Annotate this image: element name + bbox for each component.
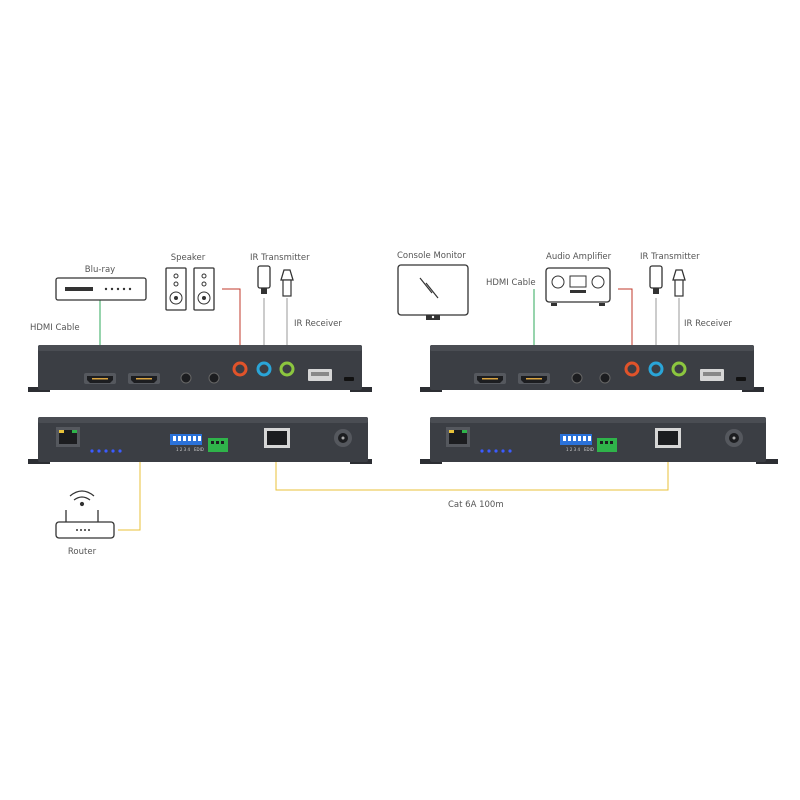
router-label: Router <box>68 547 97 557</box>
cat6-cable-label: Cat 6A 100m <box>448 500 504 510</box>
terminal-block <box>208 438 228 452</box>
status-leds <box>480 449 512 453</box>
ir-receiver-label-left: IR Receiver <box>294 319 342 329</box>
ir-receiver-icon <box>672 269 686 297</box>
audio-line-right <box>618 288 633 362</box>
ir-transmitter-icon <box>649 265 663 294</box>
console-monitor-label: Console Monitor <box>397 251 466 261</box>
right-unit-front <box>420 345 764 392</box>
hdmi-port-1 <box>84 373 116 384</box>
audio-jack-1 <box>180 372 192 384</box>
dip-switch: 1 2 3 4 EDID <box>170 434 204 452</box>
hdmi-port-2 <box>128 373 160 384</box>
audio-line-left <box>222 288 241 362</box>
micro-usb-port <box>736 377 746 381</box>
ir-rx-jack <box>279 361 295 377</box>
rj45-port <box>655 428 681 448</box>
hdmi-port-1 <box>474 373 506 384</box>
dip-numbers: 1 2 3 4 <box>566 447 580 452</box>
audio-amplifier-label: Audio Amplifier <box>546 252 612 262</box>
ir-rx-jack <box>671 361 687 377</box>
hdmi-port-2 <box>518 373 550 384</box>
lan-port <box>56 427 80 447</box>
speaker-icon <box>165 267 215 311</box>
power-connector <box>725 429 743 447</box>
ir-receiver-label-right: IR Receiver <box>684 319 732 329</box>
power-connector <box>334 429 352 447</box>
ir-transmitter-label-right: IR Transmitter <box>640 252 700 262</box>
ir-transmitter-label-left: IR Transmitter <box>250 253 310 263</box>
dip-edid: EDID <box>584 447 594 452</box>
usb-port <box>308 369 332 381</box>
amplifier-icon <box>545 267 611 306</box>
connection-lines <box>99 288 680 531</box>
audio-jack-2 <box>208 372 220 384</box>
hdmi-cable-label-left: HDMI Cable <box>30 323 80 333</box>
ir-receiver-icon <box>280 269 294 297</box>
rj45-port <box>264 428 290 448</box>
cat6-line <box>275 446 669 491</box>
bluray-label: Blu-ray <box>85 265 115 275</box>
wifi-icon <box>69 490 95 507</box>
dip-switch: 1 2 3 4 EDID <box>560 434 594 452</box>
ir-tx-jack <box>256 361 272 377</box>
speaker-label: Speaker <box>171 253 206 263</box>
dip-numbers: 1 2 3 4 <box>176 447 190 452</box>
hdmi-cable-label-right: HDMI Cable <box>486 278 536 288</box>
left-unit-rear: 1 2 3 4 EDID <box>28 417 372 464</box>
status-leds <box>90 449 122 453</box>
bluray-icon <box>55 277 147 301</box>
ir-tx-jack <box>648 361 664 377</box>
ir-transmitter-icon <box>257 265 271 294</box>
audio-jack-1 <box>571 372 583 384</box>
left-unit-front <box>28 345 372 392</box>
dip-edid: EDID <box>194 447 204 452</box>
lan-port <box>446 427 470 447</box>
router-line <box>118 446 141 531</box>
right-unit-rear: 1 2 3 4 EDID <box>420 417 778 464</box>
router-icon <box>55 490 115 539</box>
audio-out-jack <box>624 361 640 377</box>
micro-usb-port <box>344 377 354 381</box>
audio-jack-2 <box>599 372 611 384</box>
monitor-icon <box>397 264 469 320</box>
usb-port <box>700 369 724 381</box>
terminal-block <box>597 438 617 452</box>
audio-out-jack <box>232 361 248 377</box>
